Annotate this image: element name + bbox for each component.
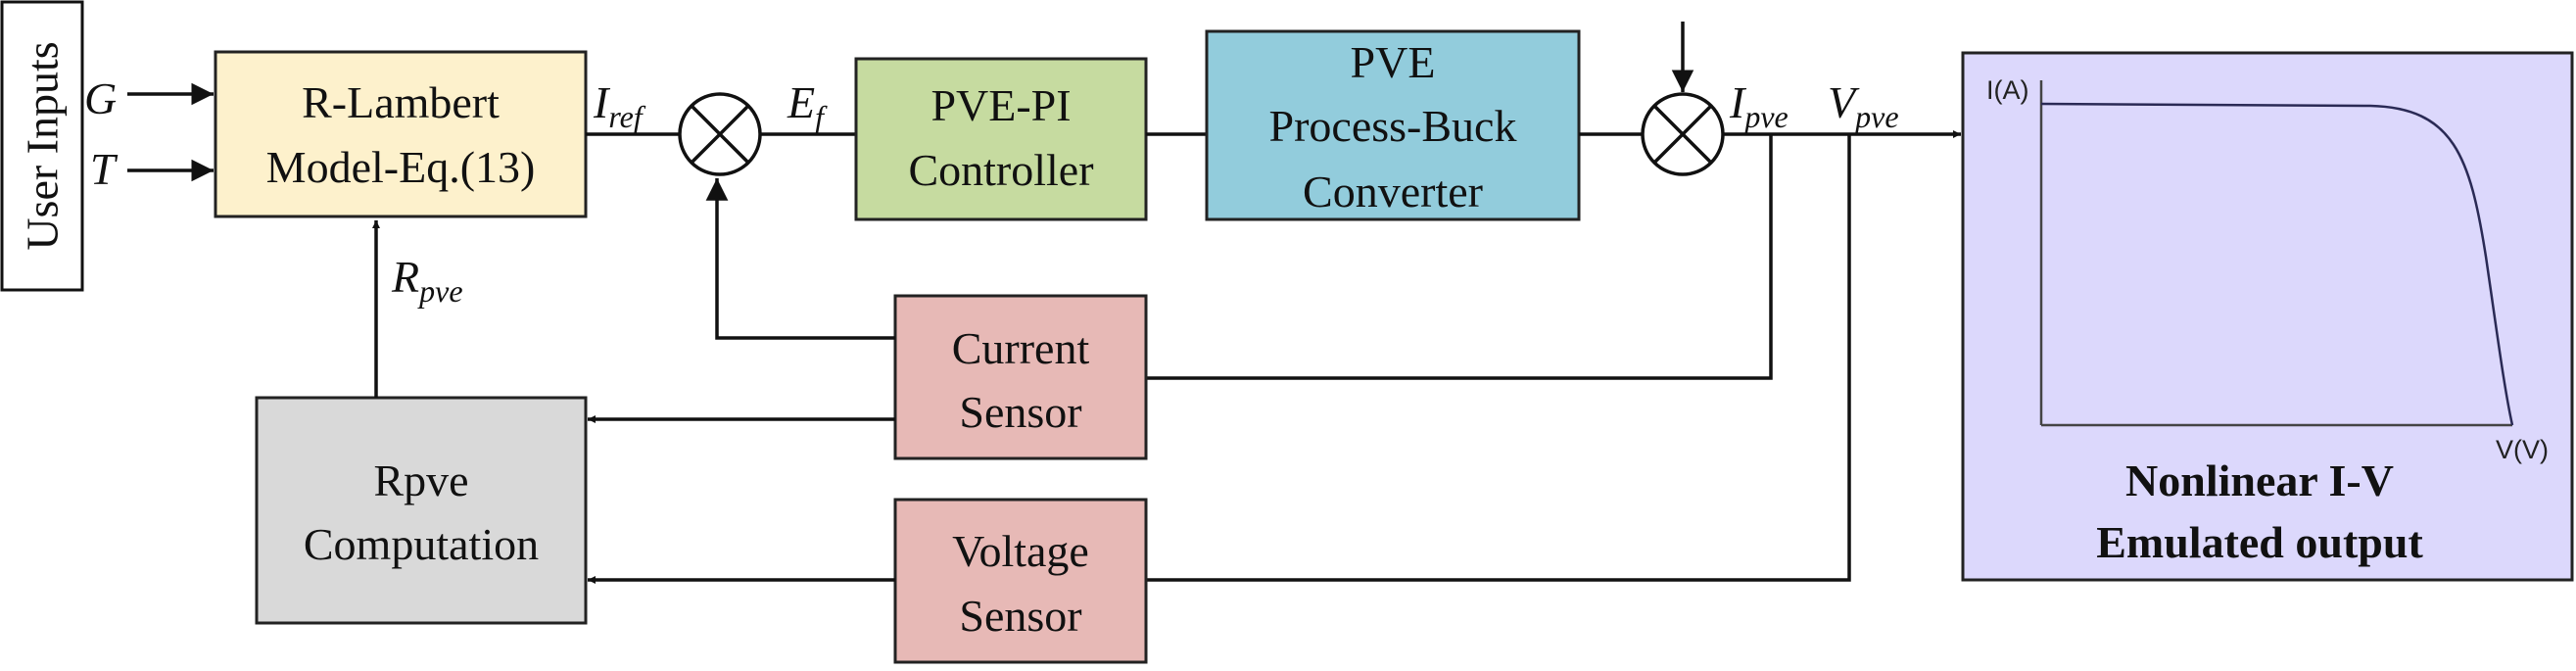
current-to-junction-wire [705, 178, 895, 340]
current-feedback-wire [1146, 134, 1773, 380]
voltage-feedback-wire [1146, 134, 1851, 582]
iv-y-axis-label: I(A) [1986, 75, 2029, 105]
output-label-1: Nonlinear I-V [2125, 455, 2394, 505]
buck-converter-label-3: Converter [1303, 167, 1483, 216]
pi-controller-block [854, 57, 1148, 221]
user-inputs-box [0, 0, 84, 292]
pi-controller-label-2: Controller [908, 145, 1093, 195]
iref-label: Iref [593, 77, 646, 134]
iv-output-panel [1961, 51, 2574, 582]
current-sensor-label-1: Current [952, 323, 1090, 373]
rpve-computation-label-1: Rpve [373, 455, 468, 505]
output-label-2: Emulated output [2096, 517, 2423, 567]
pi-controller-label-1: PVE-PI [930, 80, 1071, 130]
summing-junction-disturbance [1641, 92, 1725, 176]
iv-x-axis-label: V(V) [2496, 435, 2549, 464]
voltage-sensor-label-1: Voltage [952, 526, 1089, 576]
current-sensor-label-2: Sensor [959, 387, 1081, 437]
buck-converter-block [1205, 29, 1581, 221]
current-sensor-block [893, 294, 1148, 460]
vpve-label: Vpve [1828, 77, 1899, 134]
lambert-model-block [214, 50, 588, 218]
rpve-computation-label-2: Computation [304, 519, 539, 569]
rpve-signal-label: Rpve [391, 252, 463, 309]
ef-label: Ef [787, 77, 828, 134]
voltage-sensor-label-2: Sensor [959, 591, 1081, 641]
t-input-label: T [90, 144, 119, 194]
lambert-model-label-1: R-Lambert [302, 77, 500, 127]
iv-plot: I(A) V(V) [1986, 75, 2549, 464]
user-inputs-label: User Inputs [18, 41, 68, 250]
g-input-label: G [84, 73, 117, 123]
buck-converter-label-1: PVE [1351, 37, 1436, 87]
summing-junction-error [678, 92, 762, 176]
rpve-computation-block [255, 396, 588, 625]
buck-converter-label-2: Process-Buck [1269, 101, 1517, 151]
ipve-label: Ipve [1729, 77, 1789, 134]
lambert-model-label-2: Model-Eq.(13) [266, 142, 536, 192]
iv-curve [2040, 102, 2514, 426]
